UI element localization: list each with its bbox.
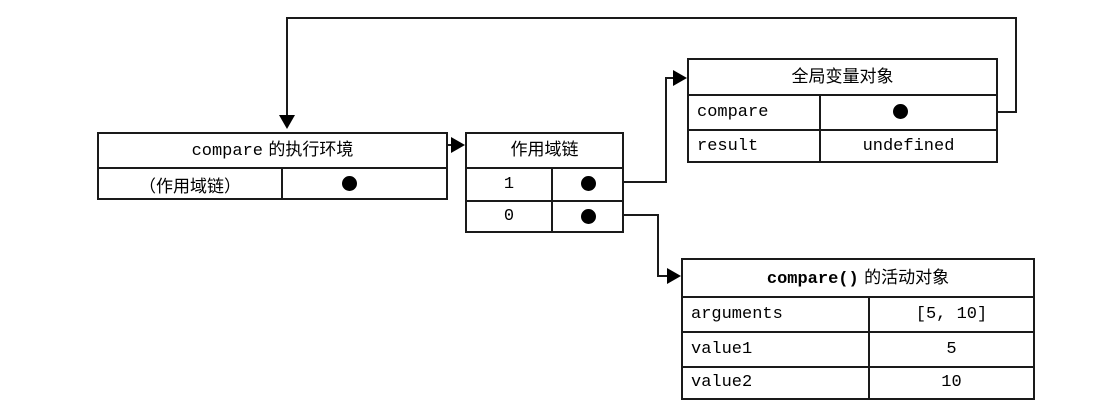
activation-object-value-arguments: [5, 10] — [915, 304, 988, 324]
scope-chain-1-pointer-dot — [581, 176, 596, 191]
global-variable-object-column-divider — [819, 94, 821, 161]
execution-context-header-cjk: 的执行环境 — [263, 140, 354, 160]
connector-scope1-to-global-horizontal-lower — [588, 181, 667, 183]
global-variable-object-header: 全局变量对象 — [791, 67, 894, 87]
activation-object-name-arguments: arguments — [691, 304, 783, 324]
scope-chain-0-pointer-dot — [581, 209, 596, 224]
connector-scope1-to-global-vertical — [665, 77, 667, 183]
global-variable-object-name-compare: compare — [697, 102, 769, 122]
activation-object-header: compare() 的活动对象 — [683, 260, 1033, 296]
global-variable-object-name-result: result — [697, 136, 759, 156]
global-variable-object-divider-2 — [689, 129, 996, 131]
execution-context-header-mono: compare — [191, 142, 263, 161]
connector-scope0-to-activation-vertical — [657, 214, 659, 276]
arrowhead-into-global-variable-object — [673, 70, 687, 86]
activation-object-column-divider — [868, 296, 870, 398]
connector-scope1-to-global-horizontal-upper — [665, 77, 674, 79]
activation-object-divider-1 — [683, 296, 1033, 298]
connector-global-to-exec-horizontal-top — [286, 17, 1017, 19]
activation-object-name-value2: value2 — [691, 373, 753, 392]
activation-object-value-value1: 5 — [946, 339, 957, 359]
scope-chain-index-1: 1 — [503, 174, 515, 194]
global-variable-object-box: 全局变量对象 compare result undefined — [687, 58, 998, 163]
activation-object-header-mono: compare() — [766, 270, 859, 289]
scope-chain-divider-2 — [467, 200, 622, 202]
connector-global-to-exec-vertical-left — [286, 17, 288, 115]
activation-object-value-value2: 10 — [941, 373, 962, 392]
execution-context-scope-chain-pointer-dot — [342, 176, 357, 191]
activation-object-name-value1: value1 — [691, 339, 753, 359]
arrowhead-into-activation-object — [667, 268, 681, 284]
scope-chain-column-divider — [551, 167, 553, 231]
execution-context-box: compare 的执行环境 （作用域链） — [97, 132, 448, 200]
connector-scope0-to-activation-horizontal-lower — [657, 275, 668, 277]
scope-chain-index-0: 0 — [503, 206, 515, 226]
execution-context-header: compare 的执行环境 — [99, 134, 446, 167]
activation-object-divider-3 — [683, 366, 1033, 368]
connector-global-to-exec-vertical-right — [1015, 17, 1017, 113]
scope-chain-box: 作用域链 1 0 — [465, 132, 624, 233]
arrowhead-into-scope-chain — [451, 137, 465, 153]
activation-object-header-cjk: 的活动对象 — [858, 268, 950, 288]
global-compare-pointer-dot — [893, 104, 908, 119]
activation-object-divider-2 — [683, 331, 1033, 333]
execution-context-column-divider — [281, 167, 283, 198]
execution-context-row-divider — [99, 167, 446, 169]
activation-object-box: compare() 的活动对象 arguments [5, 10] value1… — [681, 258, 1035, 400]
execution-context-row-label: （作用域链） — [139, 177, 241, 197]
scope-chain-header: 作用域链 — [510, 140, 579, 160]
global-variable-object-divider-1 — [689, 94, 996, 96]
arrowhead-into-execution-context — [279, 115, 295, 129]
global-variable-object-value-result: undefined — [862, 136, 955, 156]
scope-chain-divider-1 — [467, 167, 622, 169]
